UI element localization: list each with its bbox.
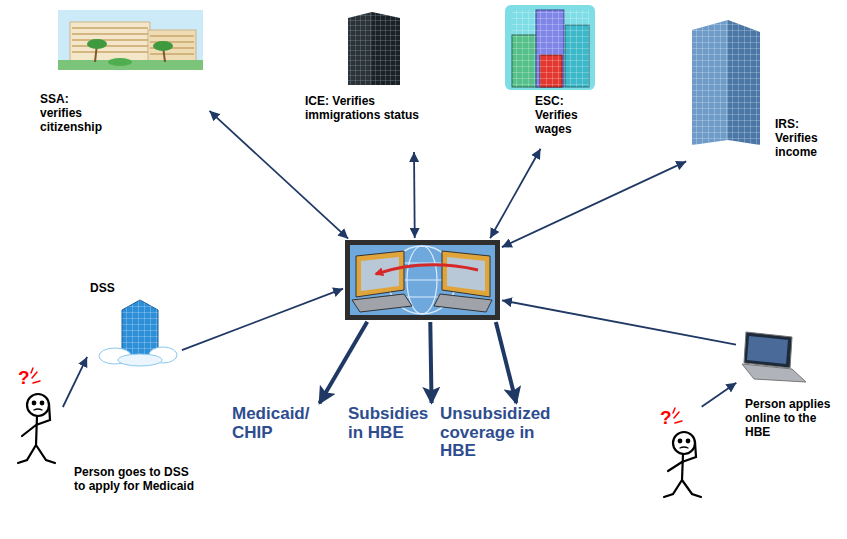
agency-node: SSA: verifies citizenship bbox=[38, 8, 208, 153]
laptop-node: Person applies online to the HBE bbox=[738, 328, 842, 442]
thick-arrow bbox=[430, 322, 431, 403]
data-link bbox=[209, 111, 348, 239]
question-mark: ? bbox=[660, 408, 680, 427]
node-label: IRS: Verifies income bbox=[775, 118, 837, 159]
outcome-label: Medicaid/ CHIP bbox=[232, 405, 324, 442]
person-figure bbox=[18, 368, 55, 463]
dss-tower bbox=[99, 300, 177, 366]
data-link bbox=[702, 383, 737, 407]
data-link bbox=[490, 149, 540, 239]
outcome-node: Unsubsidized coverage in HBE bbox=[440, 405, 568, 463]
exchange-hub bbox=[345, 240, 500, 320]
data-link bbox=[502, 161, 686, 247]
node-label: Person applies online to the HBE bbox=[745, 398, 839, 439]
node-label: DSS bbox=[90, 282, 150, 296]
person-node: ? bbox=[10, 368, 62, 470]
node-label: ICE: Verifies immigrations status bbox=[305, 95, 435, 123]
ice-building bbox=[348, 12, 400, 85]
outcome-node: Medicaid/ CHIP bbox=[232, 405, 326, 444]
agency-node: IRS: Verifies income bbox=[688, 18, 838, 180]
outcome-label: Subsidies in HBE bbox=[348, 405, 434, 442]
data-link bbox=[63, 357, 87, 407]
laptop bbox=[742, 332, 806, 382]
exchange-hub-node bbox=[345, 240, 500, 320]
outcome-label: Unsubsidized coverage in HBE bbox=[440, 405, 566, 461]
agency-node: DSS bbox=[88, 282, 180, 368]
node-label: SSA: verifies citizenship bbox=[40, 93, 108, 134]
data-link bbox=[413, 152, 416, 238]
agency-node: ESC: Verifies wages bbox=[503, 5, 613, 147]
thick-arrow bbox=[496, 322, 516, 403]
agency-node: ICE: Verifies immigrations status bbox=[303, 8, 453, 150]
data-link bbox=[502, 300, 736, 344]
caption-note: Person goes to DSS to apply for Medicaid bbox=[74, 466, 200, 494]
irs-tower bbox=[692, 20, 760, 145]
ssa-building bbox=[58, 10, 203, 70]
node-label: ESC: Verifies wages bbox=[535, 95, 597, 136]
person-node: ? bbox=[655, 408, 705, 505]
data-link bbox=[182, 289, 343, 350]
question-mark: ? bbox=[18, 368, 38, 387]
thick-arrow bbox=[319, 322, 367, 404]
esc-buildings bbox=[505, 5, 595, 90]
outcome-node: Subsidies in HBE bbox=[348, 405, 436, 444]
